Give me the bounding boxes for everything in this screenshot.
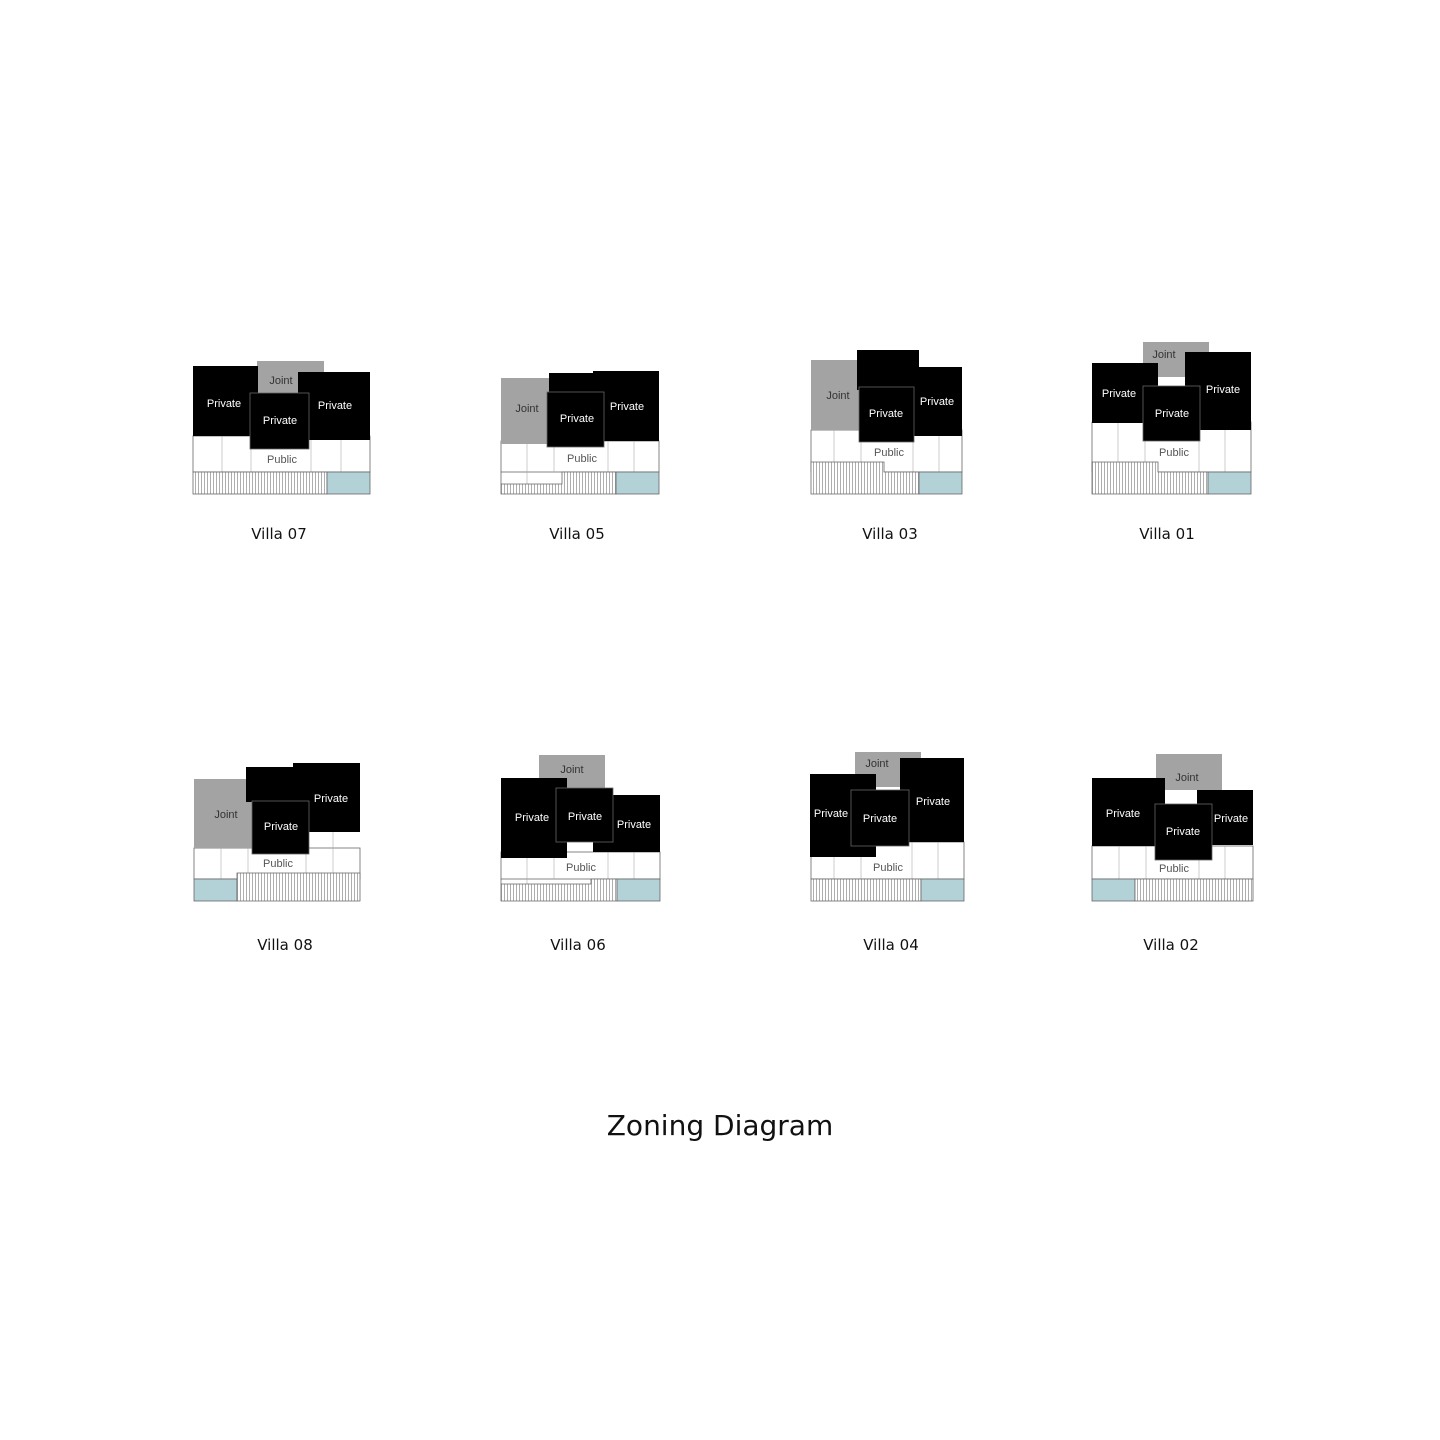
villa-caption: Villa 05 [549, 525, 604, 543]
joint-label: Joint [1152, 349, 1175, 361]
private-zone [900, 758, 964, 842]
private-zone [1092, 778, 1165, 846]
public-label: Public [566, 862, 596, 874]
private-label: Private [560, 413, 594, 425]
public-label: Public [873, 862, 903, 874]
private-zone [298, 372, 370, 440]
private-label: Private [314, 793, 348, 805]
private-label: Private [1155, 408, 1189, 420]
villa-caption: Villa 03 [862, 525, 917, 543]
pool [326, 471, 371, 495]
private-zone [546, 391, 605, 448]
private-label: Private [515, 812, 549, 824]
villa-03-plan: Joint Private Private Public [810, 350, 963, 495]
joint-label: Joint [515, 403, 538, 415]
villa-07-plan: Joint Private Private Private Public [192, 361, 371, 495]
deck-hatch [1134, 878, 1254, 902]
private-label: Private [1102, 388, 1136, 400]
public-label: Public [1159, 447, 1189, 459]
private-zone [850, 789, 910, 847]
joint-label: Joint [1175, 772, 1198, 784]
villa-08-plan: Joint Private Private Public [193, 763, 361, 902]
joint-label: Joint [826, 390, 849, 402]
page-title: Zoning Diagram [607, 1109, 833, 1142]
private-zone [1154, 803, 1213, 861]
deck-hatch [500, 471, 617, 495]
deck-hatch [192, 471, 328, 495]
villa-06-plan: Joint Private Private Private Public [500, 755, 661, 902]
private-zone [555, 787, 614, 843]
private-zone [251, 800, 310, 855]
joint-label: Joint [269, 375, 292, 387]
pool [1091, 878, 1136, 902]
private-label: Private [916, 796, 950, 808]
deck-hatch [236, 872, 361, 902]
joint-zone [1156, 754, 1222, 790]
private-zone [249, 392, 310, 450]
joint-label: Joint [560, 764, 583, 776]
public-zone [500, 851, 661, 880]
private-label: Private [1214, 813, 1248, 825]
villa-01-plan: Joint Private Private Private Public [1091, 342, 1252, 495]
private-label: Private [1166, 826, 1200, 838]
private-zone [193, 366, 258, 436]
private-label: Private [869, 408, 903, 420]
private-label: Private [1106, 808, 1140, 820]
private-label: Private [568, 811, 602, 823]
public-label: Public [567, 453, 597, 465]
villa-caption: Villa 06 [550, 936, 605, 954]
joint-label: Joint [865, 758, 888, 770]
public-label: Public [263, 858, 293, 870]
joint-label: Joint [214, 809, 237, 821]
pool [920, 878, 965, 902]
pool [615, 471, 660, 495]
private-label: Private [617, 819, 651, 831]
private-label: Private [920, 396, 954, 408]
private-label: Private [1206, 384, 1240, 396]
deck-hatch [500, 878, 618, 902]
villa-02-plan: Joint Private Private Private Public [1091, 754, 1254, 902]
pool [918, 471, 963, 495]
private-label: Private [263, 415, 297, 427]
public-label: Public [874, 447, 904, 459]
private-label: Private [264, 821, 298, 833]
private-label: Private [318, 400, 352, 412]
private-zone [1142, 385, 1201, 442]
villa-caption: Villa 02 [1143, 936, 1198, 954]
pool [193, 878, 238, 902]
villa-05-plan: Joint Private Private Public [500, 371, 660, 495]
villa-caption: Villa 07 [251, 525, 306, 543]
private-zone [246, 767, 295, 802]
private-label: Private [207, 398, 241, 410]
pool [616, 878, 661, 902]
villa-caption: Villa 08 [257, 936, 312, 954]
private-zone [858, 386, 915, 443]
pool [1207, 471, 1252, 495]
villa-04-plan: Joint Private Private Private Public [810, 752, 965, 902]
villa-caption: Villa 01 [1139, 525, 1194, 543]
villa-caption: Villa 04 [863, 936, 918, 954]
private-label: Private [814, 808, 848, 820]
public-label: Public [267, 454, 297, 466]
deck-hatch [810, 878, 922, 902]
private-label: Private [610, 401, 644, 413]
private-label: Private [863, 813, 897, 825]
public-label: Public [1159, 863, 1189, 875]
